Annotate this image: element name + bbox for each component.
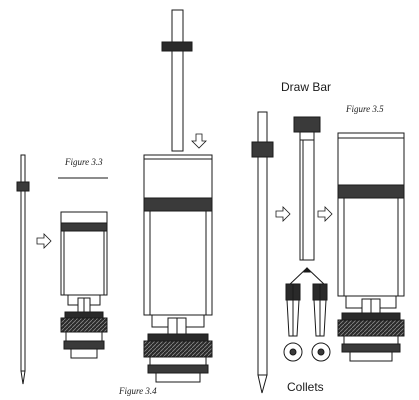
arrow-fig-3-4 (191, 133, 207, 149)
arrow-fig-3-5-right (317, 206, 333, 222)
figure-3-4-label: Figure 3.4 (119, 386, 157, 396)
figure-3-3-label: Figure 3.3 (65, 157, 103, 167)
draw-bar-part (293, 116, 321, 261)
arrow-to-collets (287, 267, 327, 287)
collets-label: Collets (287, 380, 324, 394)
collet-end-views (283, 342, 331, 362)
figure-3-5-rod (251, 111, 274, 394)
figure-3-5-label: Figure 3.5 (346, 104, 384, 114)
arrow-fig-3-5-left (275, 206, 291, 222)
figure-3-4-rod (161, 9, 193, 152)
arrow-fig-3-3 (36, 233, 52, 249)
figure-3-3-rod (16, 154, 30, 385)
figure-3-3-assembly (58, 177, 108, 359)
collet-right (312, 283, 328, 337)
figure-3-5-assembly (337, 132, 405, 362)
figure-3-4-assembly (143, 154, 213, 383)
collet-left (285, 283, 301, 337)
draw-bar-label: Draw Bar (281, 80, 332, 94)
